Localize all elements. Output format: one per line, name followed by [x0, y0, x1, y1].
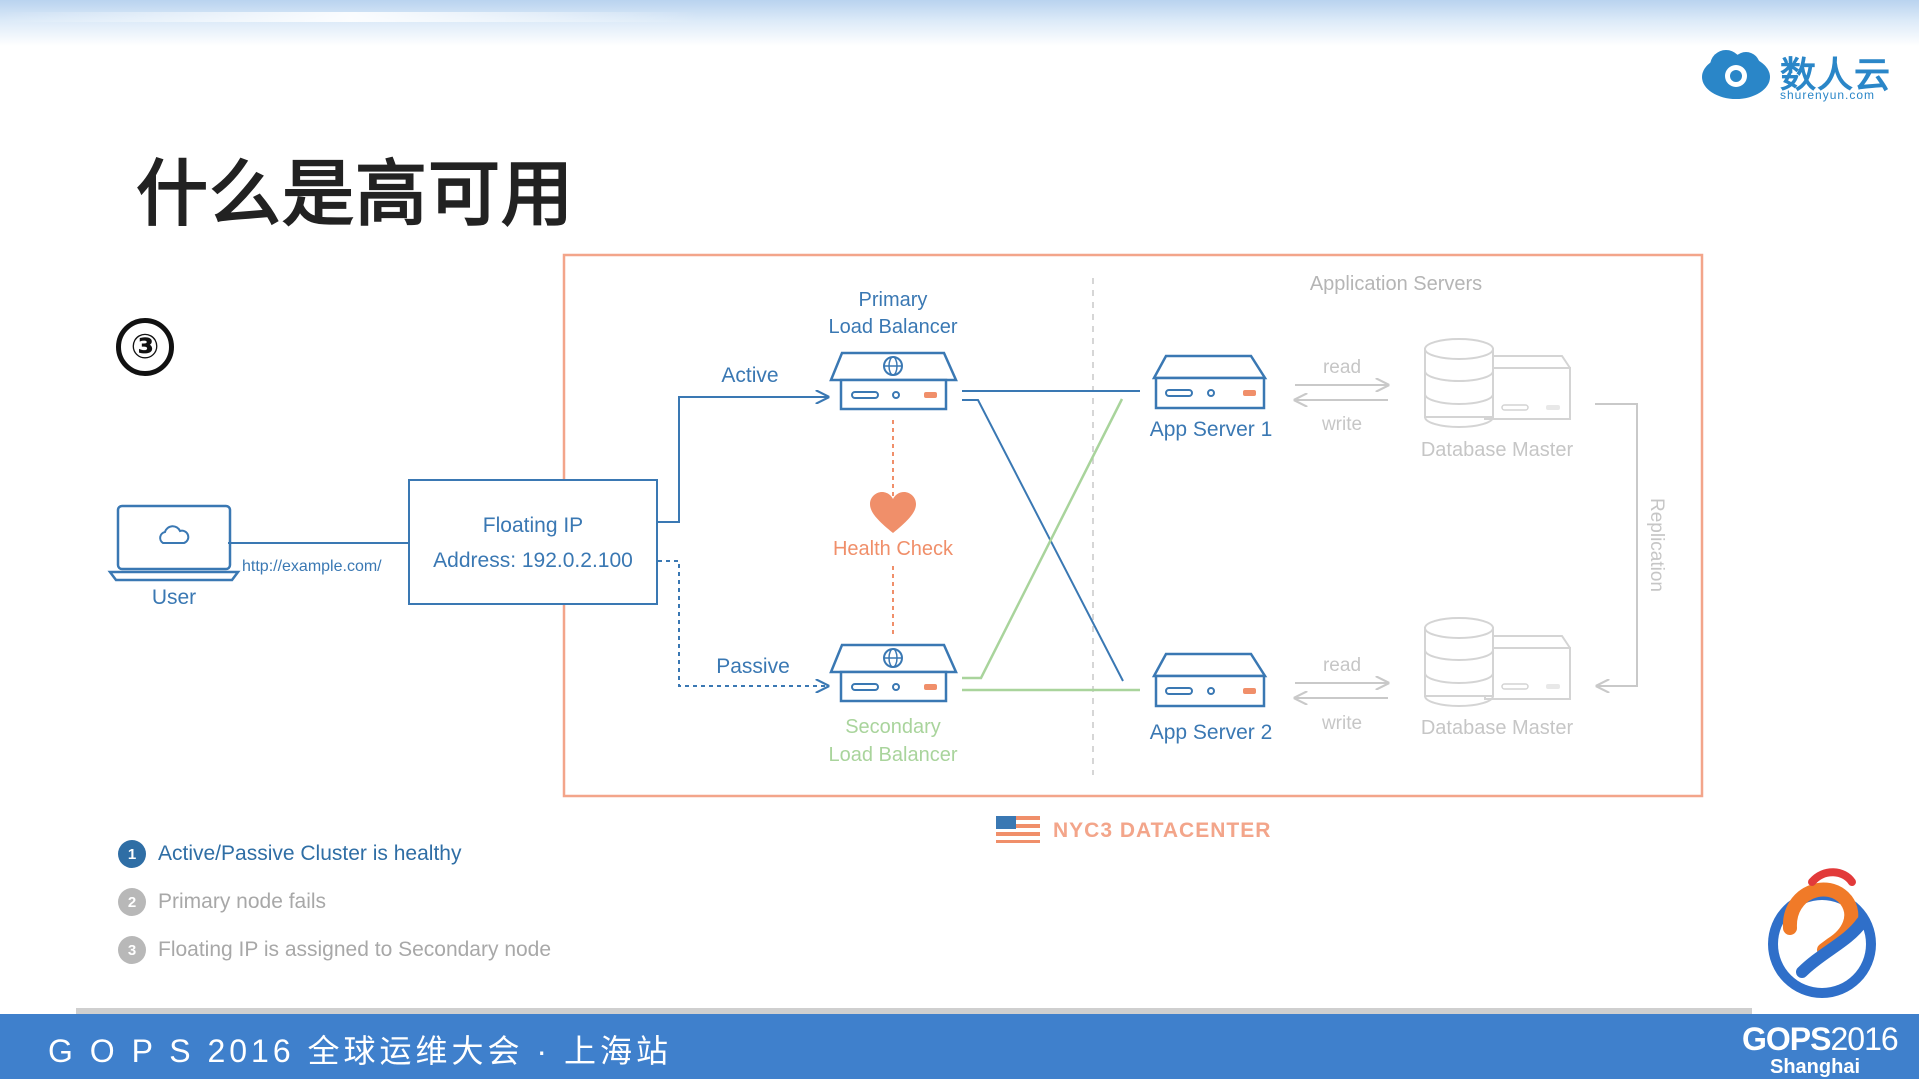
database-master-2-label: Database Master [1421, 717, 1574, 739]
footer-city: Shanghai [1770, 1056, 1861, 1078]
datacenter-boundary [562, 253, 1704, 798]
legend-item-1: 1 Active/Passive Cluster is healthy [118, 840, 461, 868]
replication-path [1595, 403, 1638, 686]
app-server-2-label: App Server 2 [1150, 721, 1273, 744]
secondary-to-app1 [962, 398, 1124, 680]
legend-text-3: Floating IP is assigned to Secondary nod… [158, 938, 552, 961]
secondary-lb-subtitle: Load Balancer [829, 744, 958, 766]
user-url: http://example.com/ [242, 558, 382, 575]
primary-lb-subtitle: Load Balancer [829, 316, 958, 338]
secondary-lb-title: Secondary [845, 716, 941, 738]
passive-label: Passive [716, 655, 790, 678]
footer-bar: G O P S 2016 全球运维大会 · 上海站 GOPS2016 Shang… [0, 1014, 1919, 1079]
legend-item-3: 3 Floating IP is assigned to Secondary n… [118, 936, 551, 964]
us-flag-icon [996, 816, 1040, 843]
health-check-label: Health Check [833, 538, 954, 560]
active-label: Active [721, 364, 778, 387]
floating-ip-box [408, 479, 658, 605]
database-2-icon [1424, 617, 1571, 707]
legend-item-2: 2 Primary node fails [118, 888, 326, 916]
primary-lb-title: Primary [859, 289, 928, 311]
write-label-1: write [1321, 414, 1362, 435]
passive-path [658, 560, 828, 686]
database-1-icon [1424, 338, 1571, 428]
heart-icon [870, 492, 916, 533]
user-laptop-icon [107, 504, 241, 582]
footer-logo-year: 2016 [1830, 1021, 1898, 1057]
legend-number-1: 1 [118, 840, 146, 868]
active-path [658, 397, 828, 523]
step-marker: ③ [116, 318, 174, 376]
gops-emblem-icon [1768, 868, 1876, 998]
read-label-1: read [1323, 357, 1361, 378]
primary-to-app2 [962, 399, 1124, 682]
read-label-2: read [1323, 655, 1361, 676]
brand-logo: 数人云 shurenyun.com [1698, 44, 1898, 104]
user-label: User [152, 586, 196, 609]
secondary-lb-server-icon [829, 643, 958, 703]
replication-label: Replication [1646, 498, 1667, 592]
footer-divider [76, 1008, 1752, 1014]
legend-number-3: 3 [118, 936, 146, 964]
app-server-1-icon [1151, 354, 1268, 410]
write-label-2: write [1321, 713, 1362, 734]
top-banner [0, 0, 1919, 46]
slide-title: 什么是高可用 [136, 152, 575, 236]
brand-name: 数人云 [1780, 54, 1892, 95]
floating-ip-title: Floating IP [483, 514, 583, 537]
footer-logo-word: GOPS [1742, 1021, 1831, 1057]
datacenter-label: NYC3 DATACENTER [1053, 819, 1271, 842]
banner-streak [0, 12, 700, 22]
brand-url: shurenyun.com [1780, 88, 1876, 102]
legend-text-2: Primary node fails [158, 890, 327, 913]
app-server-1-label: App Server 1 [1150, 418, 1273, 441]
legend-number-2: 2 [118, 888, 146, 916]
database-master-1-label: Database Master [1421, 439, 1574, 461]
footer-gops-logo: GOPS2016 [1742, 1021, 1899, 1058]
cloud-logo-icon [1702, 50, 1770, 99]
app-server-2-icon [1151, 652, 1268, 708]
footer-event-text: G O P S 2016 全球运维大会 · 上海站 [48, 1033, 672, 1069]
primary-lb-server-icon [829, 351, 958, 411]
app-servers-header: Application Servers [1310, 273, 1482, 295]
legend-text-1: Active/Passive Cluster is healthy [158, 842, 462, 865]
floating-ip-address: Address: 192.0.2.100 [433, 549, 633, 572]
